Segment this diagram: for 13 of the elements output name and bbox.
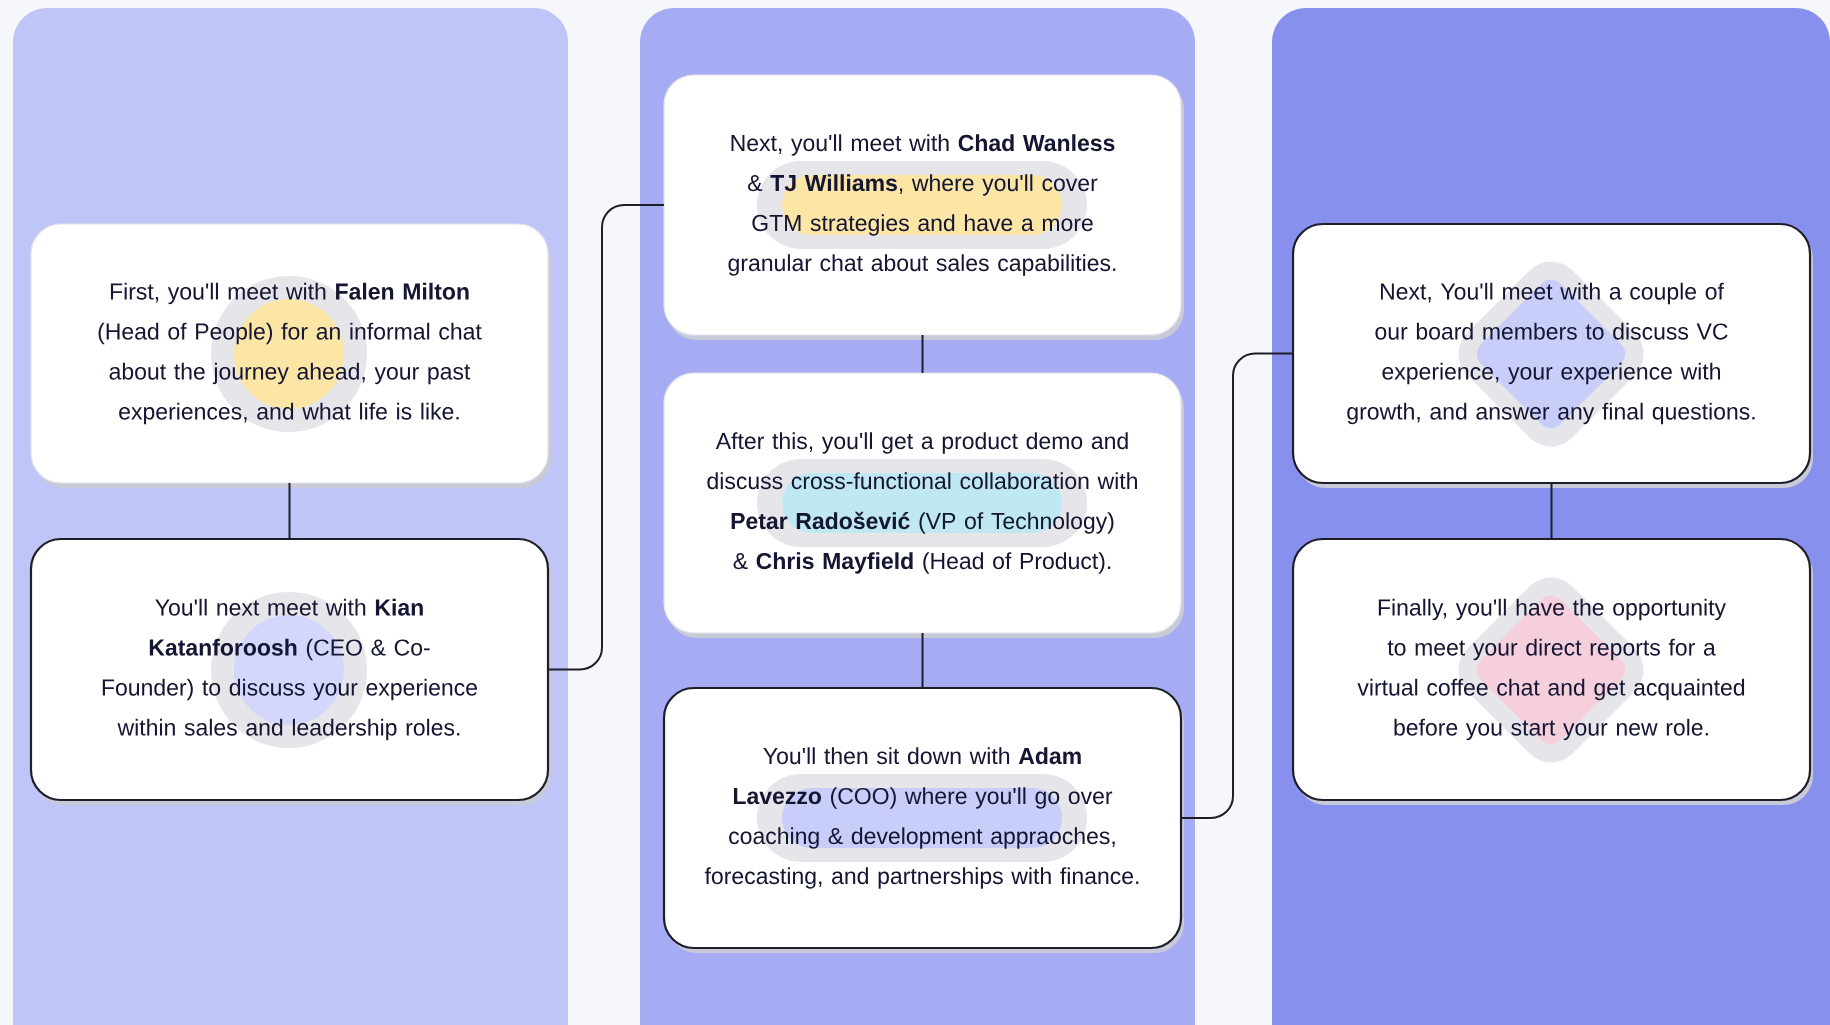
text-box: First, you'll meet with Falen Milton (Head of People) for an informal chat about the journey ahead, your past experiences, and what life is like. xyxy=(30,223,551,488)
connector-line xyxy=(921,632,924,689)
text-box: Next, you'll meet with Chad Wanless & TJ Williams, where you'll cover GTM strategies and have a more granular chat about sales capabilities. xyxy=(663,74,1184,340)
text-box: After this, you'll get a product demo and discuss cross-functional collaboration with Petar Radošević (VP of Technology) & Chris Mayfield (Head of Product). xyxy=(663,372,1184,638)
text-box: You'll next meet with Kian Katanforoosh (CEO & Co-Founder) to discuss your experience within sales and leadership roles. xyxy=(29,537,551,805)
connector-line xyxy=(288,482,291,540)
text-box: Finally, you'll have the opportunity to meet your direct reports for a virtual coffee chat and get acquainted before you start your new role. xyxy=(1291,537,1814,805)
connector-line xyxy=(1550,482,1553,540)
connector-line xyxy=(921,334,924,374)
text-box: Next, You'll meet with a couple of our board members to discuss VC experience, your experience with growth, and answer any final questions. xyxy=(1291,222,1814,488)
text-box: You'll then sit down with Adam Lavezzo (COO) where you'll go over coaching & development appraoches, forecasting, and partnerships with finance. xyxy=(662,686,1184,953)
connector-line xyxy=(547,204,665,671)
connector-line xyxy=(1180,352,1294,819)
